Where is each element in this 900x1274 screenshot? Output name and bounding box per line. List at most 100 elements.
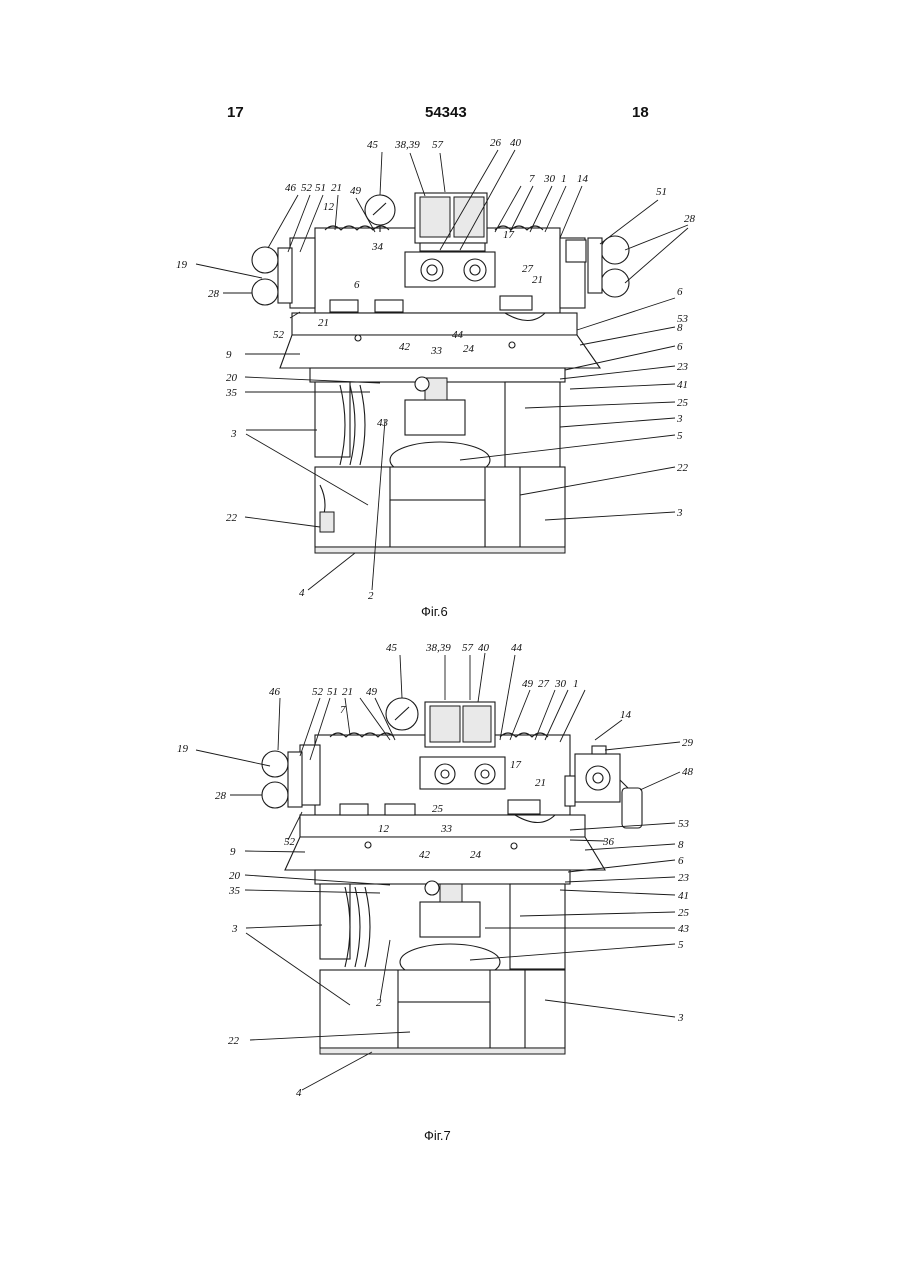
fig6-label: 21 xyxy=(331,182,342,194)
pressure-gauge xyxy=(365,195,395,225)
fig6-label: 5 xyxy=(677,430,683,442)
fig7-label: 22 xyxy=(228,1035,240,1047)
fig6-label: 3 xyxy=(230,428,237,440)
gauge-left-upper xyxy=(262,751,288,777)
gauge-right-lower xyxy=(601,269,629,297)
fig7-label: 57 xyxy=(462,642,474,654)
fig7-label: 3 xyxy=(677,1012,684,1024)
fig6-label: 6 xyxy=(677,341,683,353)
fig6-label: 40 xyxy=(510,137,522,149)
fig7-label: 27 xyxy=(538,678,550,690)
fig7-label: 46 xyxy=(269,686,281,698)
fig6-label: 2 xyxy=(368,590,374,602)
fig7-label: 6 xyxy=(678,855,684,867)
fig6-label: 3 xyxy=(676,507,683,519)
spindle-head xyxy=(420,902,480,937)
fig6-label: 19 xyxy=(176,259,188,271)
fig7-label: 3 xyxy=(231,923,238,935)
fig6-label: 1 xyxy=(561,173,567,185)
fig7-label: 38,39 xyxy=(425,642,451,654)
fig6-label: 22 xyxy=(677,462,689,474)
fig7-label: 19 xyxy=(177,743,189,755)
fig7-label: 42 xyxy=(419,849,431,861)
fig7-label: 49 xyxy=(366,686,378,698)
fig7-label: 7 xyxy=(340,704,346,716)
fig7-label: 28 xyxy=(215,790,227,802)
fig6-label: 45 xyxy=(367,139,379,151)
fig6-label: 51 xyxy=(315,182,326,194)
fig6-label: 35 xyxy=(225,387,238,399)
fig7-label: 14 xyxy=(620,709,632,721)
fig6-label: 17 xyxy=(503,229,515,241)
fig6-label: 52 xyxy=(273,329,285,341)
fig6-label: 22 xyxy=(226,512,238,524)
fig6-label: 3 xyxy=(676,413,683,425)
fig7-label: 40 xyxy=(478,642,490,654)
fig6-label: 12 xyxy=(323,201,335,213)
fig7-label: 43 xyxy=(678,923,690,935)
fig6-label: 44 xyxy=(452,329,464,341)
fig7-label: 33 xyxy=(440,823,453,835)
fig7-label: 24 xyxy=(470,849,482,861)
fig7-label: 21 xyxy=(342,686,353,698)
fig7-label: 44 xyxy=(511,642,523,654)
fig7-label: 30 xyxy=(554,678,567,690)
fig6-label: 21 xyxy=(318,317,329,329)
figure-7-caption: Фiг.7 xyxy=(424,1128,451,1143)
fig7-label: 48 xyxy=(682,766,694,778)
upper-housing-left-panel xyxy=(290,238,315,308)
fig7-label: 52 xyxy=(312,686,324,698)
fig6-label: 4 xyxy=(299,587,305,599)
bottle xyxy=(622,788,642,828)
fig7-label: 2 xyxy=(376,997,382,1009)
frame-trapezoid xyxy=(285,837,605,870)
fig6-label: 28 xyxy=(684,213,696,225)
fig6-label: 38,39 xyxy=(394,139,420,151)
fig7-label: 20 xyxy=(229,870,241,882)
fig7-label: 4 xyxy=(296,1087,302,1099)
deck-plate xyxy=(292,313,577,335)
fig6-label: 57 xyxy=(432,139,444,151)
figure-6-drawing: 45 38,39 57 26 40 46 52 51 21 49 7 30 1 … xyxy=(0,0,900,620)
fig7-label: 51 xyxy=(327,686,338,698)
fig7-label: 41 xyxy=(678,890,689,902)
fig6-label: 21 xyxy=(532,274,543,286)
fig6-label: 6 xyxy=(354,279,360,291)
fig7-label: 53 xyxy=(678,818,690,830)
fig7-label: 5 xyxy=(678,939,684,951)
fig6-label: 24 xyxy=(463,343,475,355)
fig7-label: 17 xyxy=(510,759,522,771)
fig6-label: 23 xyxy=(677,361,689,373)
fig6-label: 14 xyxy=(577,173,589,185)
fig6-label: 51 xyxy=(656,186,667,198)
fig7-label: 25 xyxy=(432,803,444,815)
fig6-label: 34 xyxy=(371,241,384,253)
spindle-head xyxy=(405,400,465,435)
fig6-label: 49 xyxy=(350,185,362,197)
fig7-label: 23 xyxy=(678,872,690,884)
fig7-label: 9 xyxy=(230,846,236,858)
fig7-label: 52 xyxy=(284,836,296,848)
fig6-label: 41 xyxy=(677,379,688,391)
fig6-label: 8 xyxy=(677,322,683,334)
fig6-label: 30 xyxy=(543,173,556,185)
fig7-label: 25 xyxy=(678,907,690,919)
fig7-label: 45 xyxy=(386,642,398,654)
fig6-label: 42 xyxy=(399,341,411,353)
fig7-label: 21 xyxy=(535,777,546,789)
fig6-label: 33 xyxy=(430,345,443,357)
fig6-label: 26 xyxy=(490,137,502,149)
gauge-left-lower xyxy=(262,782,288,808)
figure-6-caption: Фiг.6 xyxy=(421,604,448,619)
fig7-label: 35 xyxy=(228,885,241,897)
fig6-label: 20 xyxy=(226,372,238,384)
fig7-label: 49 xyxy=(522,678,534,690)
fig7-label: 1 xyxy=(573,678,579,690)
fig7-label: 36 xyxy=(602,836,615,848)
fig6-label: 28 xyxy=(208,288,220,300)
fig7-label: 8 xyxy=(678,839,684,851)
left-column xyxy=(320,884,350,959)
fig7-label: 12 xyxy=(378,823,390,835)
fig6-label: 46 xyxy=(285,182,297,194)
